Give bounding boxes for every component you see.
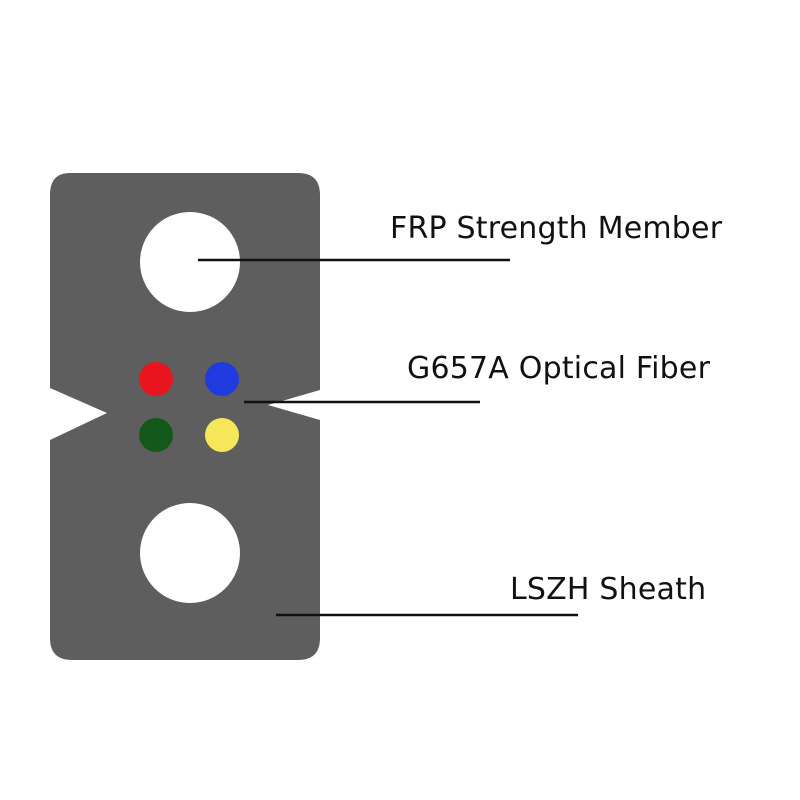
frp-strength-member-bottom (140, 503, 240, 603)
lszh-sheath (50, 173, 320, 660)
optical-fiber-blue (205, 362, 239, 396)
frp-strength-member-top (140, 212, 240, 312)
optical-fiber-green (139, 418, 173, 452)
label-lszh-sheath: LSZH Sheath (510, 572, 707, 607)
optical-fiber-red (139, 362, 173, 396)
label-optical-fiber: G657A Optical Fiber (407, 351, 711, 386)
label-frp-strength-member: FRP Strength Member (390, 211, 723, 246)
optical-fiber-yellow (205, 418, 239, 452)
